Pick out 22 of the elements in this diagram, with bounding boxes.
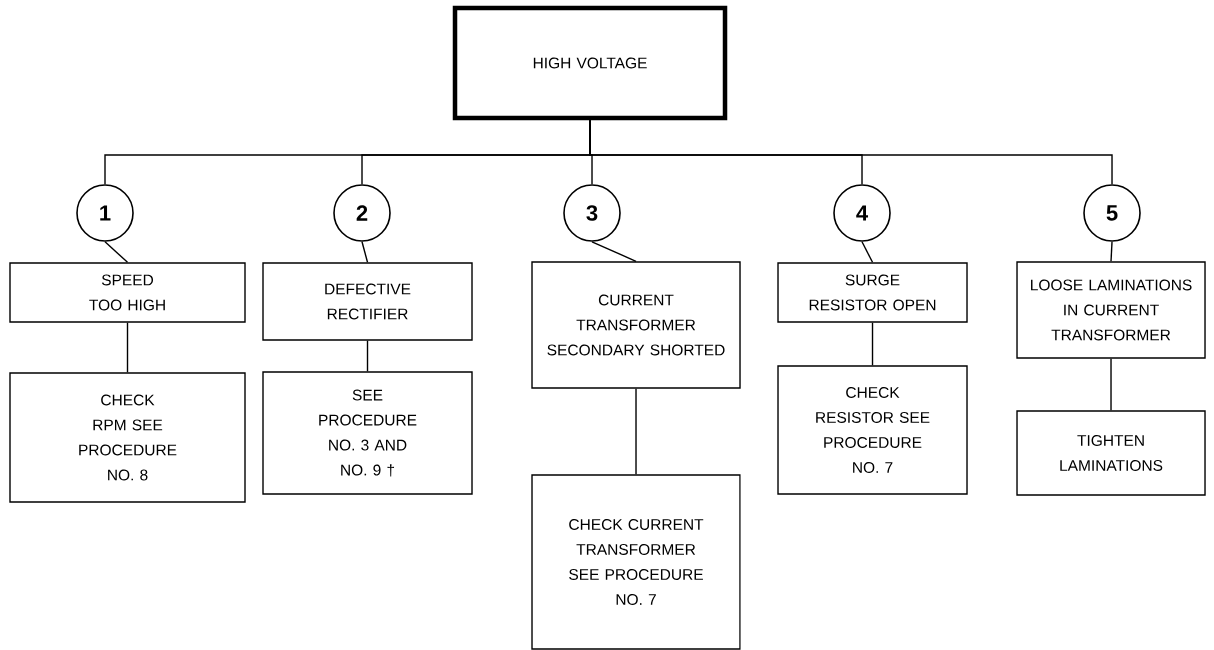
connector-line xyxy=(861,241,874,263)
process-box: DEFECTIVE RECTIFIER xyxy=(262,262,473,341)
connector-line xyxy=(871,322,874,366)
process-box: TIGHTEN LAMINATIONS xyxy=(1016,410,1206,496)
process-box: LOOSE LAMINATIONS IN CURRENT TRANSFORMER xyxy=(1016,261,1206,359)
process-box: CHECK CURRENT TRANSFORMER SEE PROCEDURE NO. 7 xyxy=(531,474,741,650)
process-box: SPEED TOO HIGH xyxy=(9,262,246,323)
connector-line xyxy=(591,241,637,262)
process-box: SURGE RESISTOR OPEN xyxy=(777,262,968,323)
connector-line xyxy=(1110,241,1113,262)
process-box: CHECK RPM SEE PROCEDURE NO. 8 xyxy=(9,372,246,503)
process-box: CURRENT TRANSFORMER SECONDARY SHORTED xyxy=(531,261,741,389)
connector-line xyxy=(1110,358,1112,411)
process-box: CHECK RESISTOR SEE PROCEDURE NO. 7 xyxy=(777,365,968,495)
connector-line xyxy=(635,388,637,475)
connector-line xyxy=(361,241,369,263)
title-box: HIGH VOLTAGE xyxy=(452,5,728,121)
connector-line xyxy=(104,241,129,263)
process-box: SEE PROCEDURE NO. 3 AND NO. 9 † xyxy=(262,371,473,495)
connector-line xyxy=(126,322,129,373)
connector-line xyxy=(589,119,1113,185)
connector-line xyxy=(366,340,369,372)
